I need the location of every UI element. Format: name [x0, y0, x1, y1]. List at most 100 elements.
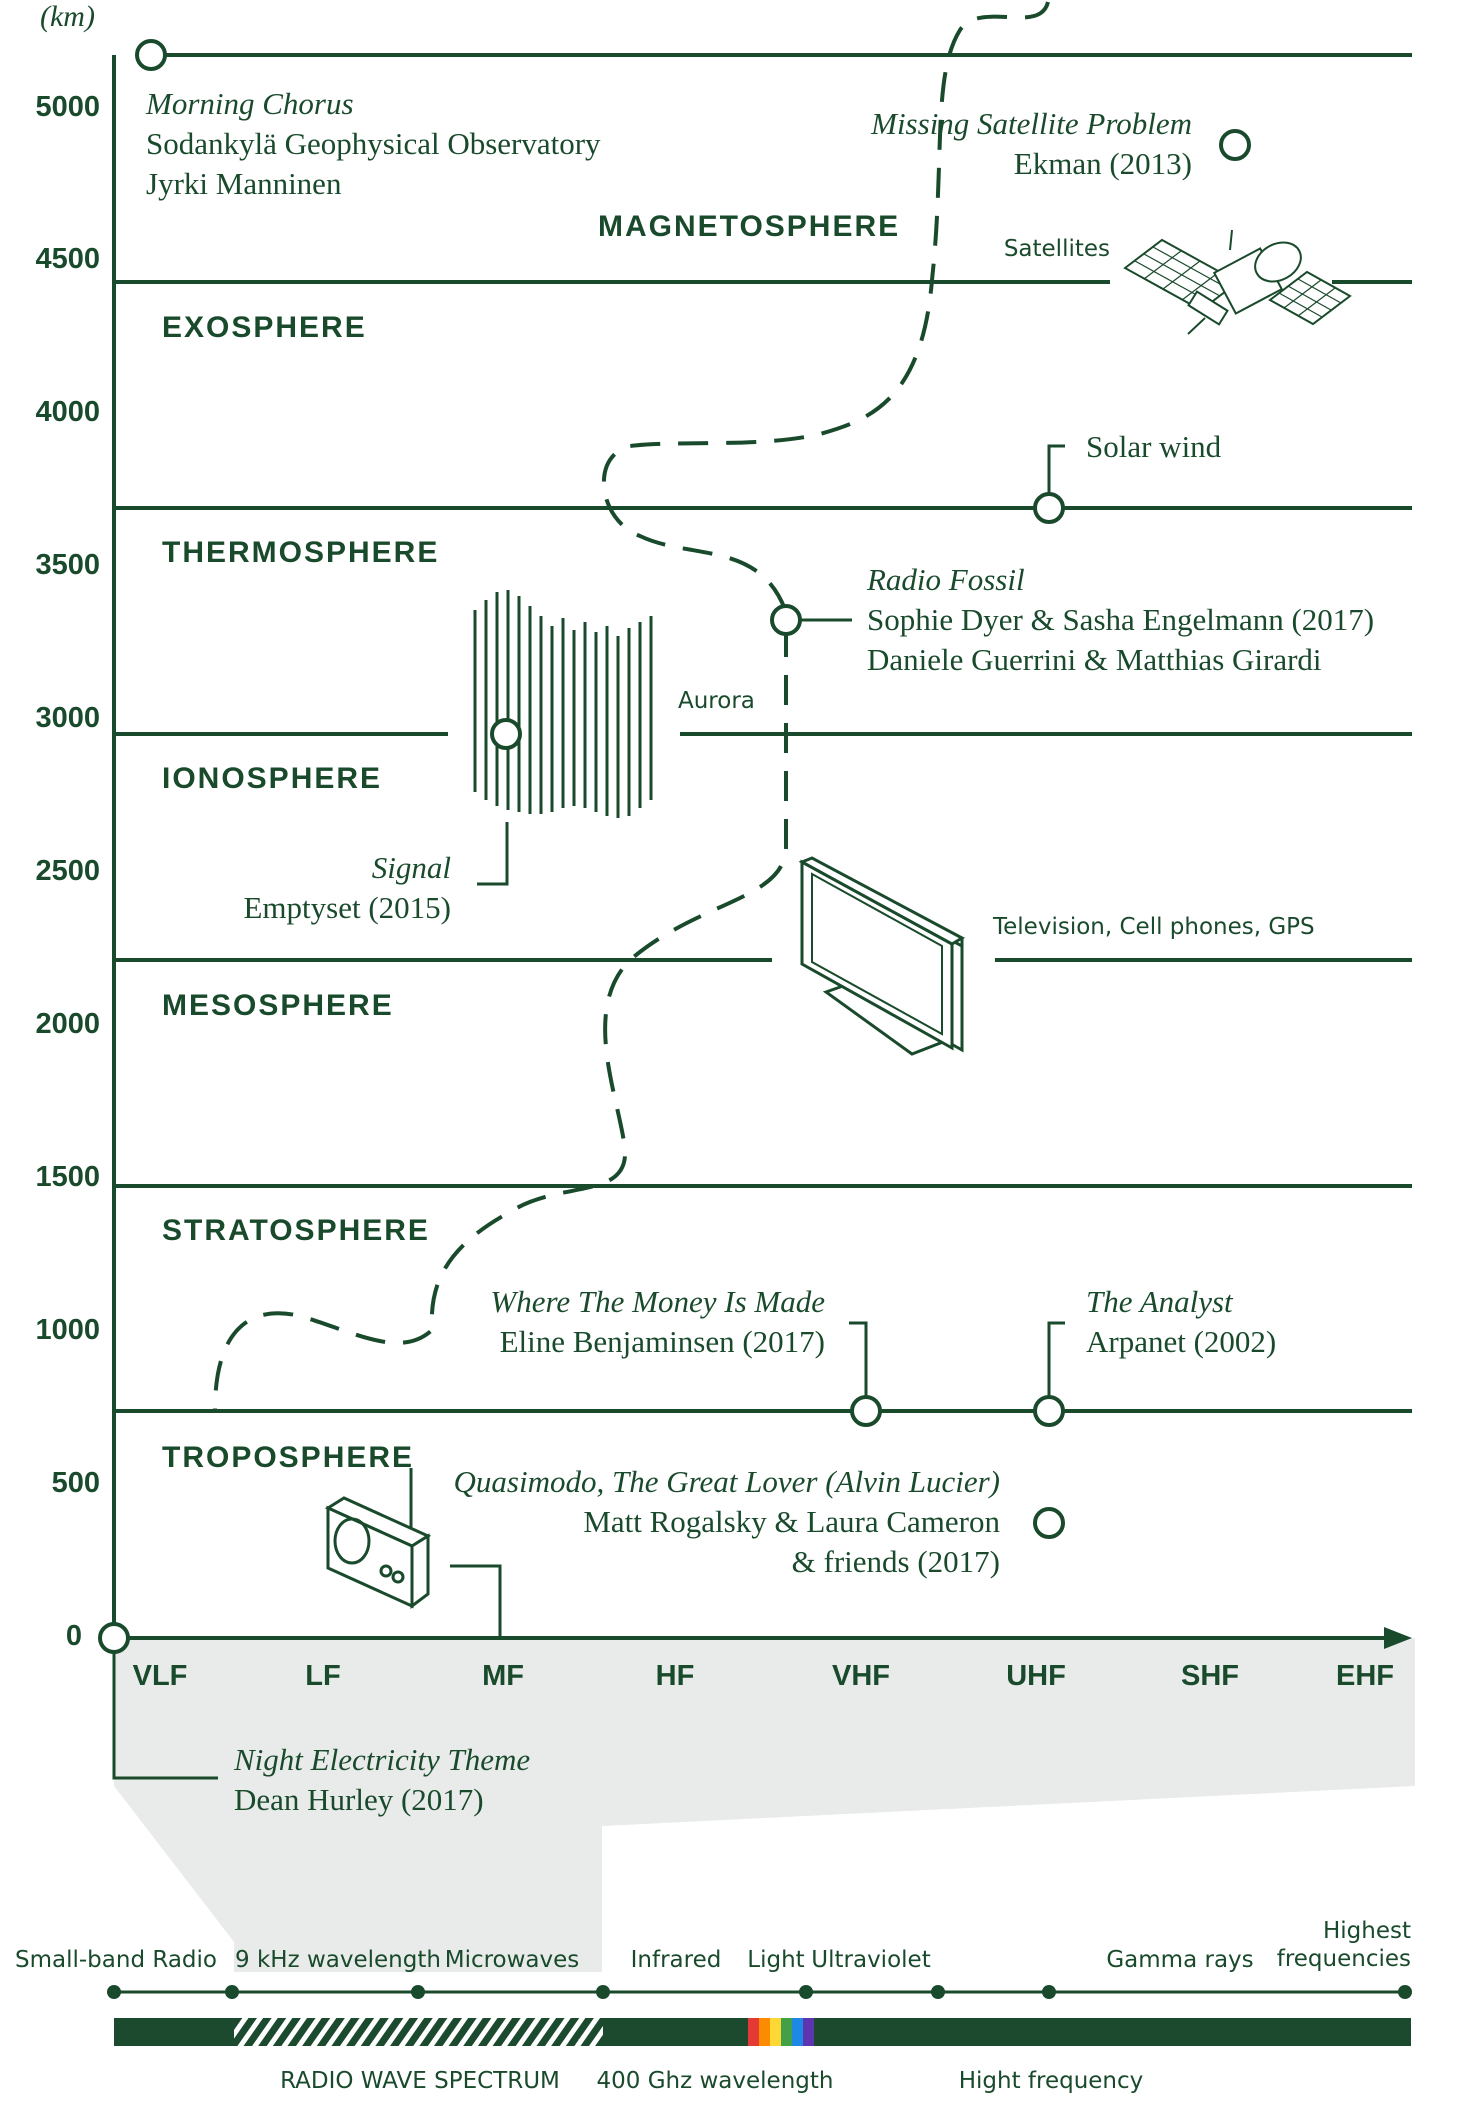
work-credit: Sodankylä Geophysical Observatory	[146, 126, 601, 161]
work-credit: Sophie Dyer & Sasha Engelmann (2017)	[867, 602, 1374, 637]
annotation-night-electricity: Night Electricity Theme Dean Hurley (201…	[233, 1742, 530, 1817]
annotation-quasimodo: Quasimodo, The Great Lover (Alvin Lucier…	[454, 1464, 1001, 1579]
altitude-tick: 5000	[35, 91, 100, 123]
spectrum-dot	[225, 1985, 239, 1999]
spectrum-bar-high	[603, 2018, 1411, 2046]
solar-wind-label: Solar wind	[1086, 429, 1222, 464]
work-credit: Dean Hurley (2017)	[234, 1782, 484, 1817]
satellite-antenna	[1229, 229, 1233, 251]
band-label: VLF	[133, 1660, 188, 1692]
annotation-missing-satellite: Missing Satellite Problem Ekman (2013)	[870, 106, 1192, 181]
leader-where-money	[849, 1321, 868, 1397]
work-title: Missing Satellite Problem	[870, 106, 1192, 141]
satellite-dish-arm	[1187, 290, 1229, 326]
layer-label-exosphere: EXOSPHERE	[162, 311, 367, 344]
aurora-illustration	[473, 590, 653, 818]
work-title: Radio Fossil	[866, 562, 1025, 597]
spectrum-top-labels: Small-band Radio 9 kHz wavelength Microw…	[15, 1918, 1411, 1973]
television-icon	[798, 856, 966, 1056]
leader-the-analyst	[1047, 1321, 1065, 1397]
leader-lines	[112, 444, 1065, 1780]
work-credit: Matt Rogalsky & Laura Cameron	[583, 1504, 1000, 1539]
work-credit: Daniele Guerrini & Matthias Girardi	[867, 642, 1322, 677]
spectrum-bar	[114, 2018, 1411, 2046]
annotation-radio-fossil: Radio Fossil Sophie Dyer & Sasha Engelma…	[866, 562, 1374, 677]
radio-knob	[391, 1570, 405, 1584]
altitude-tick: 2500	[35, 855, 100, 887]
altitude-tick: 1000	[35, 1314, 100, 1346]
marker-radio-fossil	[770, 604, 802, 636]
work-title: Where The Money Is Made	[490, 1284, 825, 1319]
annotation-morning-chorus: Morning Chorus Sodankylä Geophysical Obs…	[145, 86, 601, 201]
altitude-ticks: 5000 4500 4000 3500 3000 2500 2000 1500 …	[35, 91, 100, 1652]
work-credit: Eline Benjaminsen (2017)	[500, 1324, 825, 1359]
radio-front	[326, 1505, 414, 1609]
leader-signal	[477, 822, 509, 886]
spectrum-dot	[107, 1985, 121, 1999]
spectrum-label: Infrared	[631, 1947, 722, 1973]
layer-label-magnetosphere: MAGNETOSPHERE	[598, 210, 900, 243]
spectrum-bottom-label: 400 Ghz wavelength	[597, 2068, 834, 2094]
marker-signal	[490, 718, 522, 750]
light-color-stripe	[792, 2018, 803, 2046]
spectrum-funnel-shade	[114, 1638, 1415, 1972]
spectrum-label: Microwaves	[445, 1947, 580, 1973]
spectrum-dot	[411, 1985, 425, 1999]
work-title: Signal	[372, 850, 451, 885]
work-title: Morning Chorus	[145, 86, 354, 121]
layer-names: MAGNETOSPHERE EXOSPHERE THERMOSPHERE ION…	[162, 210, 900, 1474]
layer-label-stratosphere: STRATOSPHERE	[162, 1214, 430, 1247]
signal-path-dashed	[213, 1, 1050, 1411]
radio-knob	[379, 1564, 393, 1578]
altitude-tick: 4000	[35, 396, 100, 428]
work-title: Quasimodo, The Great Lover (Alvin Lucier…	[454, 1464, 1000, 1499]
spectrum-label: Light	[747, 1947, 804, 1973]
marker-morning-chorus	[135, 39, 167, 71]
spectrum-scale-dots	[107, 1985, 1412, 1999]
tv-label: Television, Cell phones, GPS	[992, 914, 1315, 940]
solar-panel-left-grid	[1134, 246, 1230, 304]
annotation-the-analyst: The Analyst Arpanet (2002)	[1086, 1284, 1276, 1359]
spectrum-bar-low	[114, 2018, 234, 2046]
band-label: SHF	[1181, 1660, 1239, 1692]
spectrum-label-highest: Highest	[1323, 1918, 1411, 1944]
leader-night-electricity	[112, 1652, 218, 1780]
work-credit: Ekman (2013)	[1014, 146, 1192, 181]
spectrum-label: 9 kHz wavelength	[235, 1947, 441, 1973]
layer-label-ionosphere: IONOSPHERE	[162, 762, 382, 795]
radio-speaker	[333, 1517, 371, 1565]
light-color-stripe	[781, 2018, 792, 2046]
light-color-stripe	[748, 2018, 759, 2046]
marker-the-analyst	[1033, 1395, 1065, 1427]
spectrum-bottom-label: Hight frequency	[959, 2068, 1144, 2094]
tv-screen	[811, 872, 943, 1036]
marker-quasimodo	[1033, 1507, 1065, 1539]
spectrum-label-frequencies: frequencies	[1277, 1946, 1411, 1972]
light-color-stripe	[803, 2018, 814, 2046]
light-color-stripe	[770, 2018, 781, 2046]
frequency-bands: VLF LF MF HF VHF UHF SHF EHF	[133, 1660, 1394, 1692]
spectrum-light-band	[748, 2018, 814, 2046]
altitude-tick: 3500	[35, 549, 100, 581]
marker-missing-satellite	[1219, 129, 1251, 161]
band-label: UHF	[1006, 1660, 1066, 1692]
leader-solar-wind	[1047, 444, 1065, 494]
spectrum-dot	[596, 1985, 610, 1999]
layer-boundaries	[114, 53, 1412, 1413]
spectrum-bar-radio-hatched	[234, 2018, 603, 2046]
frequency-axis-arrow	[1384, 1627, 1412, 1649]
radio-icon	[324, 1468, 432, 1609]
altitude-tick: 1500	[35, 1161, 100, 1193]
spectrum-dot	[799, 1985, 813, 1999]
work-credit: Emptyset (2015)	[244, 890, 452, 925]
leader-radio	[450, 1564, 502, 1638]
spectrum-dot	[1398, 1985, 1412, 1999]
work-title: Night Electricity Theme	[233, 1742, 530, 1777]
work-credit: Jyrki Manninen	[146, 166, 342, 201]
layer-label-troposphere: TROPOSPHERE	[162, 1441, 414, 1474]
solar-panel-right-grid	[1278, 278, 1342, 318]
annotation-where-money: Where The Money Is Made Eline Benjaminse…	[490, 1284, 825, 1359]
satellites-label: Satellites	[1004, 236, 1110, 262]
satellite-antenna	[1187, 317, 1206, 335]
